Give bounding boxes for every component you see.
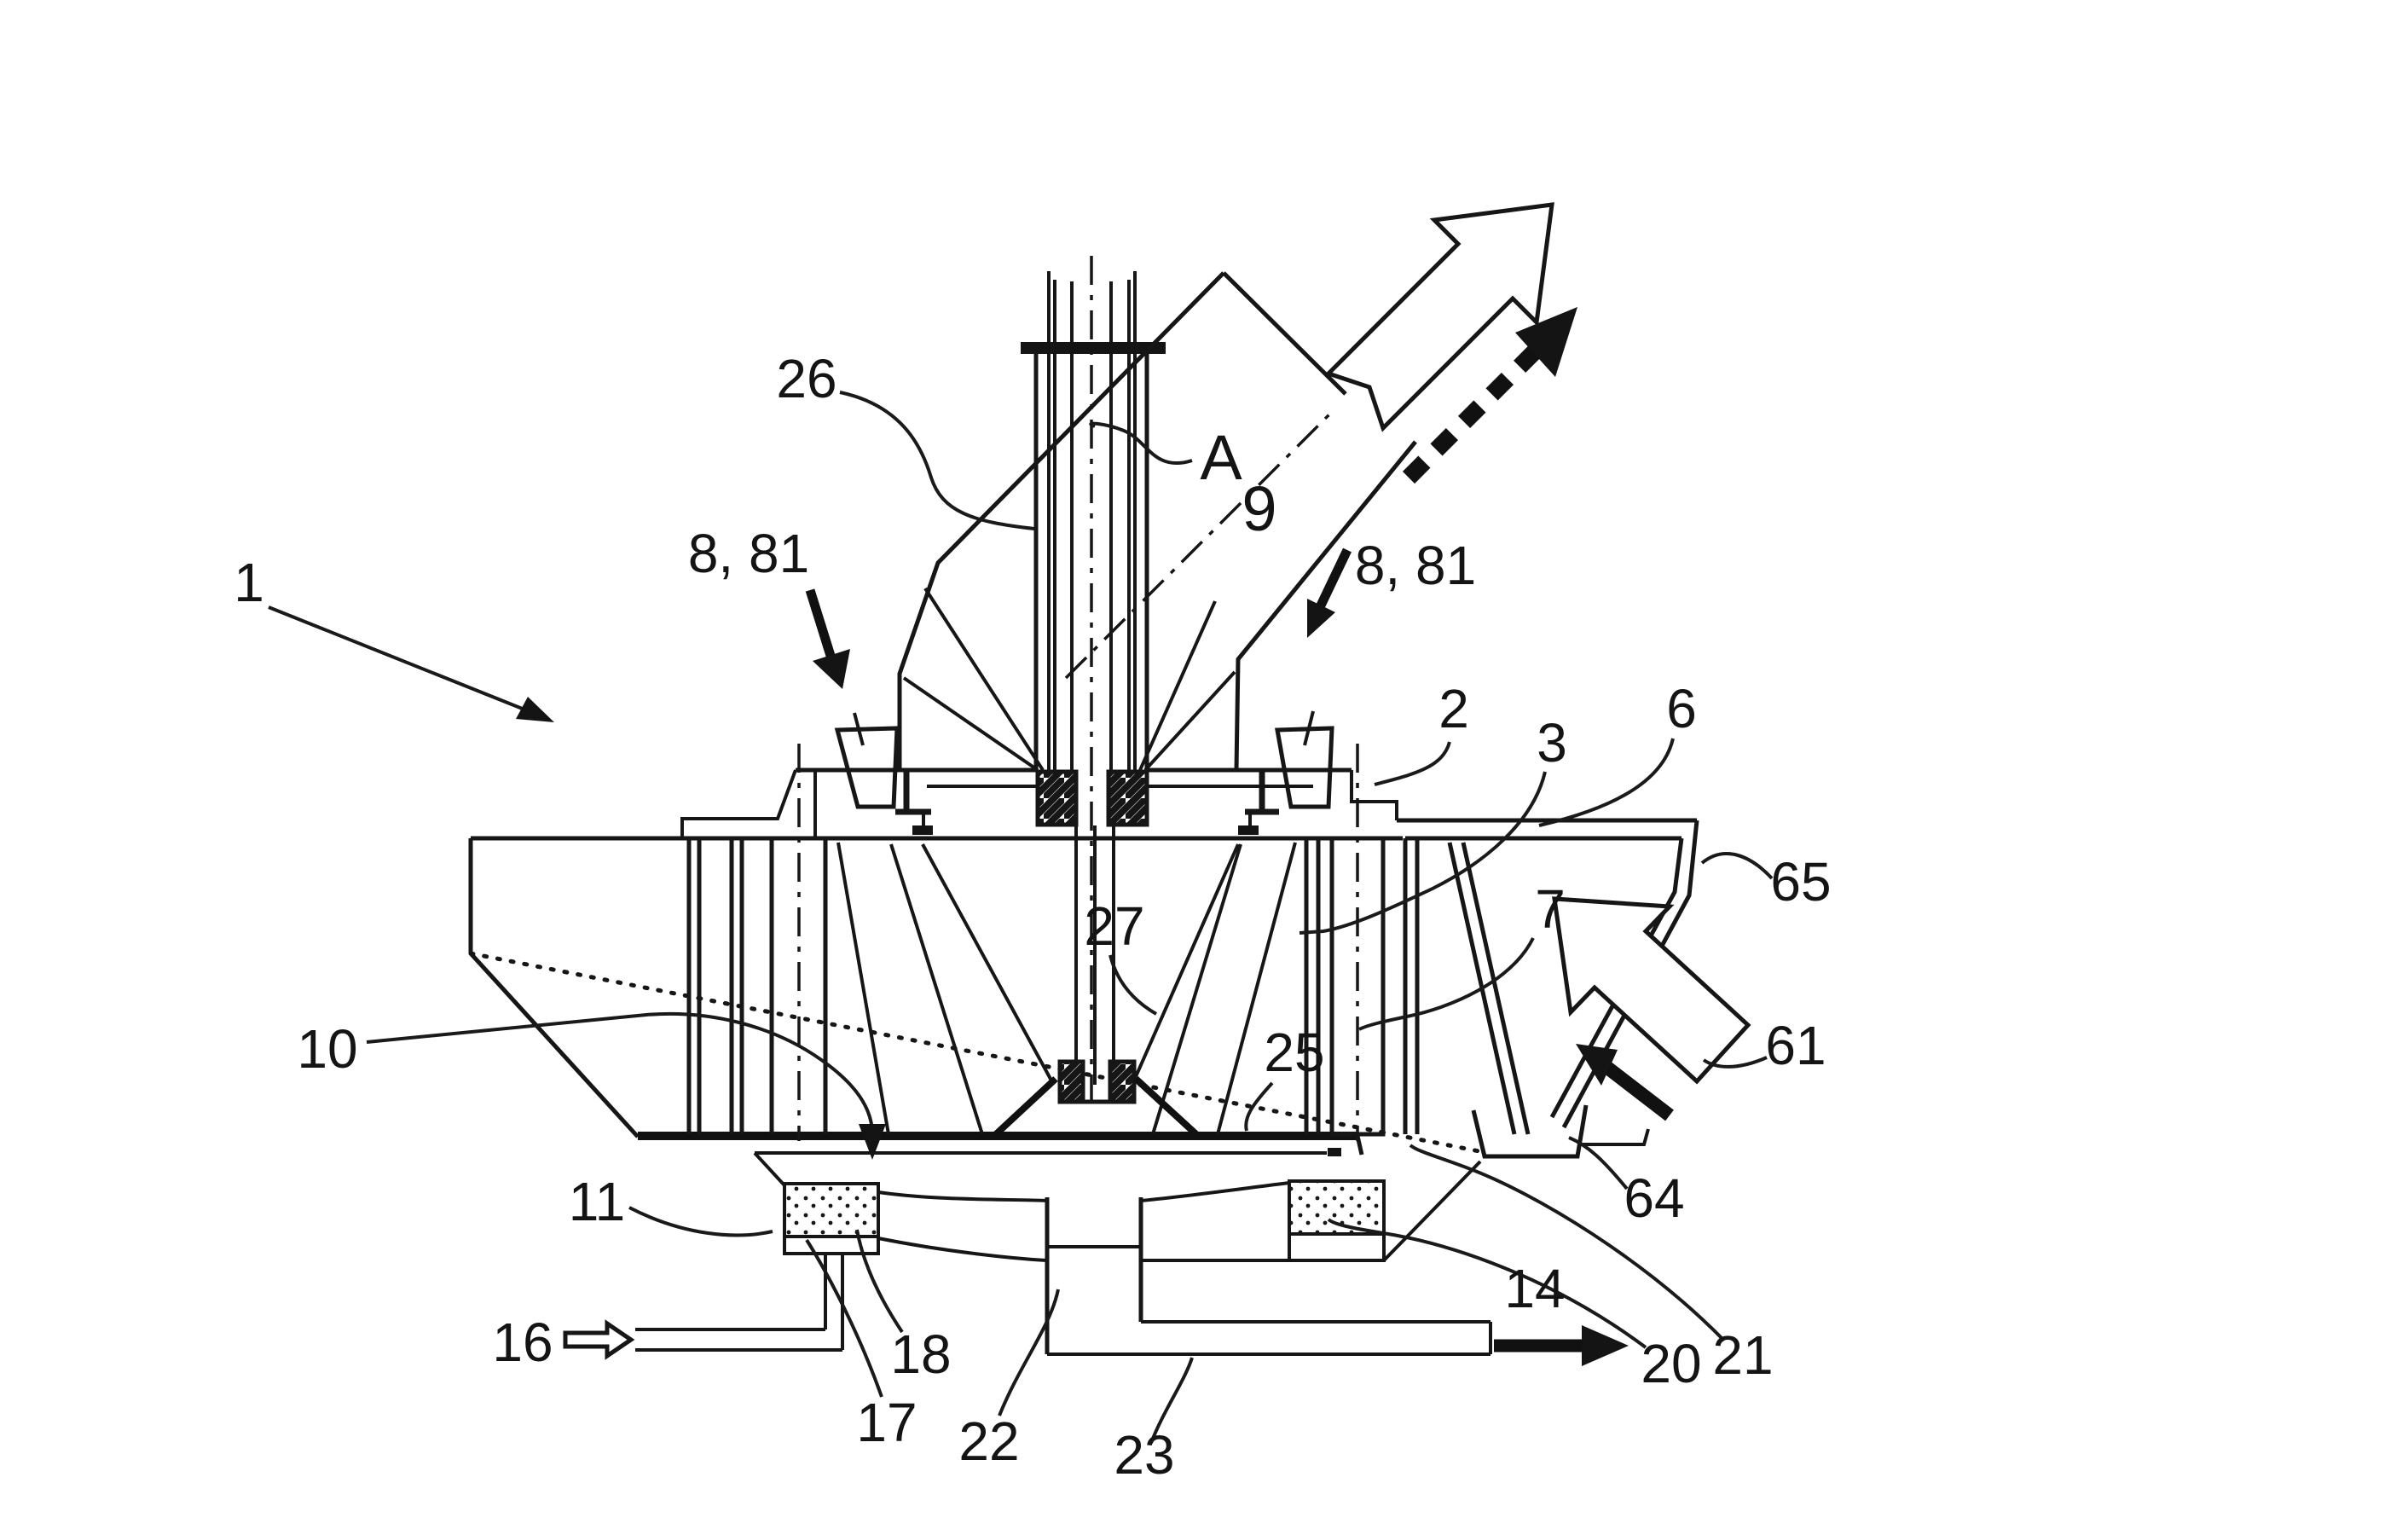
bowl-floor-left bbox=[878, 1192, 1047, 1201]
ref-label-26: 26 bbox=[776, 348, 836, 409]
leader-7 bbox=[1359, 938, 1533, 1029]
ref-label-18: 18 bbox=[890, 1324, 951, 1385]
ref-label-16: 16 bbox=[492, 1312, 553, 1373]
ref-label-2: 2 bbox=[1438, 678, 1469, 739]
ref-label-27: 27 bbox=[1084, 895, 1144, 957]
ref-label-8-81-left: 8, 81 bbox=[688, 523, 809, 584]
lance-foot-bearing bbox=[996, 1062, 1198, 1136]
ref-label-7: 7 bbox=[1535, 878, 1566, 940]
outlet-flow-arrow bbox=[1494, 1325, 1629, 1366]
ref-label-64: 64 bbox=[1624, 1167, 1684, 1229]
roller-column-left bbox=[689, 744, 825, 1141]
porous-plug-right bbox=[1289, 1181, 1384, 1234]
ref-label-A: A bbox=[1200, 422, 1242, 493]
ref-label-8-81-right: 8, 81 bbox=[1355, 535, 1476, 596]
leader-26 bbox=[840, 392, 1034, 529]
leader-11 bbox=[629, 1208, 773, 1235]
ref-label-3: 3 bbox=[1537, 712, 1567, 773]
leader-65 bbox=[1702, 854, 1772, 878]
ref-label-6: 6 bbox=[1666, 678, 1697, 739]
leader-8-81-right-shaft bbox=[1320, 550, 1347, 607]
leader-2 bbox=[1375, 742, 1450, 785]
ref-label-61: 61 bbox=[1765, 1015, 1826, 1076]
ref-label-17: 17 bbox=[856, 1392, 917, 1453]
ref-label-14: 14 bbox=[1504, 1258, 1565, 1319]
porous-plug-left bbox=[784, 1184, 878, 1237]
inlet-open-arrow bbox=[565, 1324, 631, 1356]
exhaust-outline-arrow bbox=[1328, 205, 1552, 428]
lance-assembly bbox=[1021, 256, 1166, 1110]
exhaust-flow-arrows bbox=[1328, 205, 1577, 478]
ref-label-9: 9 bbox=[1242, 473, 1276, 544]
ref-label-11: 11 bbox=[569, 1171, 625, 1232]
leader-3 bbox=[1300, 772, 1545, 933]
leader-8-81-left-shaft bbox=[810, 590, 831, 658]
ref-label-1: 1 bbox=[234, 552, 264, 613]
leader-27 bbox=[1110, 955, 1156, 1014]
ref-label-20: 20 bbox=[1641, 1333, 1701, 1394]
bowl-floor-right bbox=[1141, 1183, 1289, 1201]
nozzle-bracket-right bbox=[1238, 772, 1279, 835]
outlet-channel-14 bbox=[1047, 1322, 1491, 1354]
ref-label-22: 22 bbox=[958, 1410, 1019, 1472]
leader-A bbox=[1091, 424, 1192, 463]
leader-1 bbox=[269, 607, 541, 716]
vessel-left-wall bbox=[471, 838, 638, 1137]
ref-label-65: 65 bbox=[1770, 851, 1831, 912]
nozzle-right bbox=[1277, 711, 1332, 807]
bowl-right-wall bbox=[1384, 1161, 1480, 1260]
ref-label-21: 21 bbox=[1712, 1324, 1773, 1386]
drain-pipe-22 bbox=[1047, 1197, 1141, 1354]
duct-transition-lines bbox=[904, 588, 1235, 770]
cover-left-step bbox=[682, 770, 796, 838]
ref-label-10: 10 bbox=[297, 1018, 357, 1080]
nozzle-left bbox=[837, 713, 897, 807]
ref-label-25: 25 bbox=[1264, 1022, 1324, 1083]
leader-1-arrowhead bbox=[516, 697, 554, 722]
vessel-body bbox=[471, 838, 1488, 1156]
bowl-underside-left bbox=[878, 1238, 1047, 1260]
leader-8-81-left-head bbox=[813, 649, 850, 689]
ref-label-23: 23 bbox=[1114, 1424, 1174, 1486]
inlet-channel-16 bbox=[565, 1324, 842, 1356]
feed-bold-arrow-shaft bbox=[1603, 1064, 1670, 1115]
funnel-shelf bbox=[1582, 1129, 1648, 1144]
nozzle-bracket-left bbox=[895, 772, 933, 835]
funnel-discharge-saddle bbox=[1473, 1105, 1586, 1156]
duct-end-edge bbox=[1224, 273, 1346, 394]
funnel-left-wall-inner bbox=[1463, 843, 1528, 1134]
